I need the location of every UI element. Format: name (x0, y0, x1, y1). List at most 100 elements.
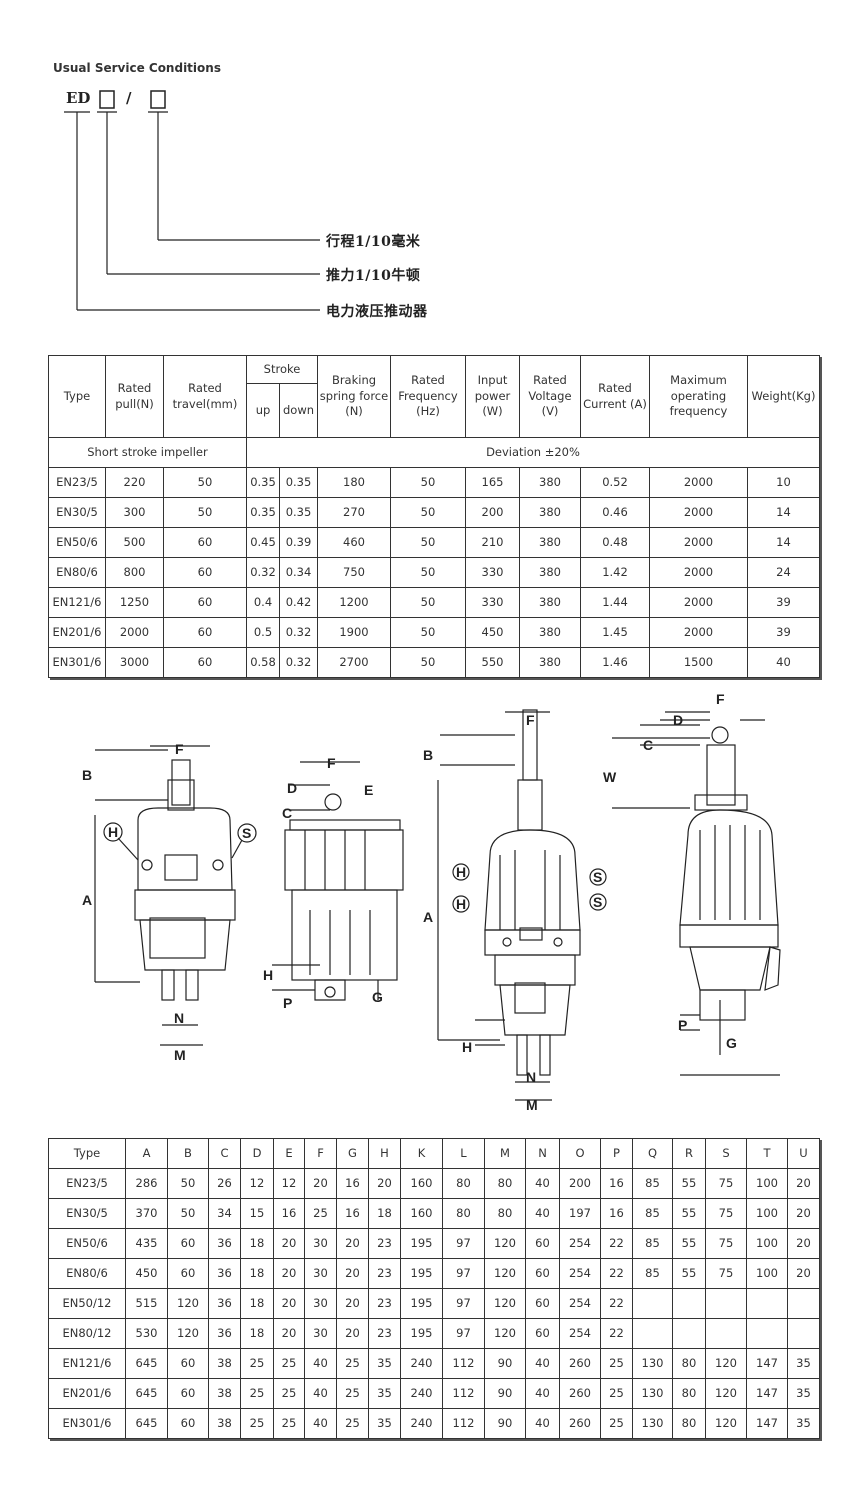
dimension-cell: EN30/5 (48, 1198, 126, 1229)
dimension-cell: 120 (484, 1288, 526, 1319)
spec-cell: 0.42 (279, 587, 318, 618)
dimension-cell: 75 (705, 1168, 747, 1199)
dim-header-cell: Type (48, 1138, 126, 1169)
spec-cell: 0.4 (246, 587, 280, 618)
spec-cell: 0.32 (246, 557, 280, 588)
dimension-cell: 36 (208, 1288, 241, 1319)
spec-cell: EN201/6 (48, 617, 106, 648)
dimension-cell: 50 (167, 1198, 209, 1229)
dimension-cell: 97 (442, 1228, 485, 1259)
spec-table: Type Rated pull(N) Rated travel(mm) Stro… (48, 355, 820, 678)
dimension-cell: 60 (525, 1288, 560, 1319)
dim-label-d2: D (287, 780, 297, 796)
dimension-cell (705, 1318, 747, 1349)
page-title: Usual Service Conditions (53, 61, 221, 75)
dimension-cell: 25 (240, 1408, 274, 1439)
dim-header-cell: T (746, 1138, 788, 1169)
dim-label-n3: N (526, 1069, 536, 1085)
spec-cell: 60 (163, 587, 247, 618)
spec-cell: 300 (105, 497, 164, 528)
dimension-cell: 435 (125, 1228, 168, 1259)
dimension-cell: 38 (208, 1408, 241, 1439)
dimension-cell: 36 (208, 1228, 241, 1259)
dimension-cell: 25 (336, 1408, 369, 1439)
dimension-cell: 85 (632, 1258, 673, 1289)
dimension-cell: 112 (442, 1378, 485, 1409)
dim-label-b1: B (82, 767, 92, 783)
dim-header-cell: N (525, 1138, 560, 1169)
col-input-power: Input power (W) (465, 355, 520, 438)
dimension-cell: 36 (208, 1318, 241, 1349)
dimension-cell: 40 (525, 1408, 560, 1439)
dimension-cell: 18 (240, 1228, 274, 1259)
dimension-cell: 35 (368, 1408, 401, 1439)
dimension-cell: 254 (559, 1318, 601, 1349)
dimension-cell: 34 (208, 1198, 241, 1229)
dim-header-cell: O (559, 1138, 601, 1169)
spec-cell: 165 (465, 467, 520, 498)
spec-cell: 330 (465, 557, 520, 588)
dimension-cell: 120 (705, 1348, 747, 1379)
spec-header-row: Type Rated pull(N) Rated travel(mm) Stro… (48, 355, 820, 438)
dimension-cell: 75 (705, 1228, 747, 1259)
col-type: Type (48, 355, 106, 438)
spec-cell: 200 (465, 497, 520, 528)
spec-cell: 50 (390, 527, 466, 558)
dimension-cell: 18 (368, 1198, 401, 1229)
spec-cell: 39 (747, 617, 820, 648)
dimension-cell: 36 (208, 1258, 241, 1289)
dim-label-c4: C (643, 737, 653, 753)
spec-cell: 60 (163, 617, 247, 648)
dimension-cell: 18 (240, 1288, 274, 1319)
dim-label-b3: B (423, 747, 433, 763)
dimension-cell: EN201/6 (48, 1378, 126, 1409)
spec-cell: 50 (390, 467, 466, 498)
spec-cell: 220 (105, 467, 164, 498)
dimension-cell: 25 (240, 1378, 274, 1409)
dimension-cell: 260 (559, 1408, 601, 1439)
dimension-cell: 80 (672, 1378, 706, 1409)
dimension-cell: 25 (600, 1378, 633, 1409)
dim-header-cell: C (208, 1138, 241, 1169)
spec-cell: 1900 (317, 617, 391, 648)
dimension-cell: 25 (336, 1378, 369, 1409)
dim-header-cell: S (705, 1138, 747, 1169)
dimension-cell: 20 (273, 1258, 305, 1289)
dimension-cell: 120 (484, 1228, 526, 1259)
dimension-cell: EN50/12 (48, 1288, 126, 1319)
spec-cell: 2700 (317, 647, 391, 678)
dim-label-m3: M (526, 1097, 538, 1113)
col-current: Rated Current (A) (580, 355, 650, 438)
dim-header-cell: M (484, 1138, 526, 1169)
dimension-cell: 20 (304, 1168, 337, 1199)
dimension-cell: 60 (167, 1408, 209, 1439)
dimension-cell: 195 (400, 1288, 443, 1319)
dimension-cell: 60 (525, 1258, 560, 1289)
col-stroke: Stroke (246, 355, 318, 384)
dimension-cell: 645 (125, 1378, 168, 1409)
dimension-cell: 130 (632, 1378, 673, 1409)
spec-cell: 380 (519, 587, 581, 618)
dimension-cell: 147 (746, 1408, 788, 1439)
dimension-cell: 23 (368, 1288, 401, 1319)
dimension-cell: 38 (208, 1348, 241, 1379)
dimension-cell: 112 (442, 1348, 485, 1379)
dimension-cell: 90 (484, 1348, 526, 1379)
dim-label-w4: W (603, 769, 617, 785)
spec-cell: 0.48 (580, 527, 650, 558)
dimension-cell: 240 (400, 1348, 443, 1379)
spec-cell: 39 (747, 587, 820, 618)
spec-cell: EN80/6 (48, 557, 106, 588)
col-voltage: Rated Voltage (V) (519, 355, 581, 438)
dimension-cell: 100 (746, 1198, 788, 1229)
dimension-cell: 100 (746, 1258, 788, 1289)
spec-cell: EN30/5 (48, 497, 106, 528)
spec-cell: 0.5 (246, 617, 280, 648)
dimension-cell: 20 (336, 1318, 369, 1349)
